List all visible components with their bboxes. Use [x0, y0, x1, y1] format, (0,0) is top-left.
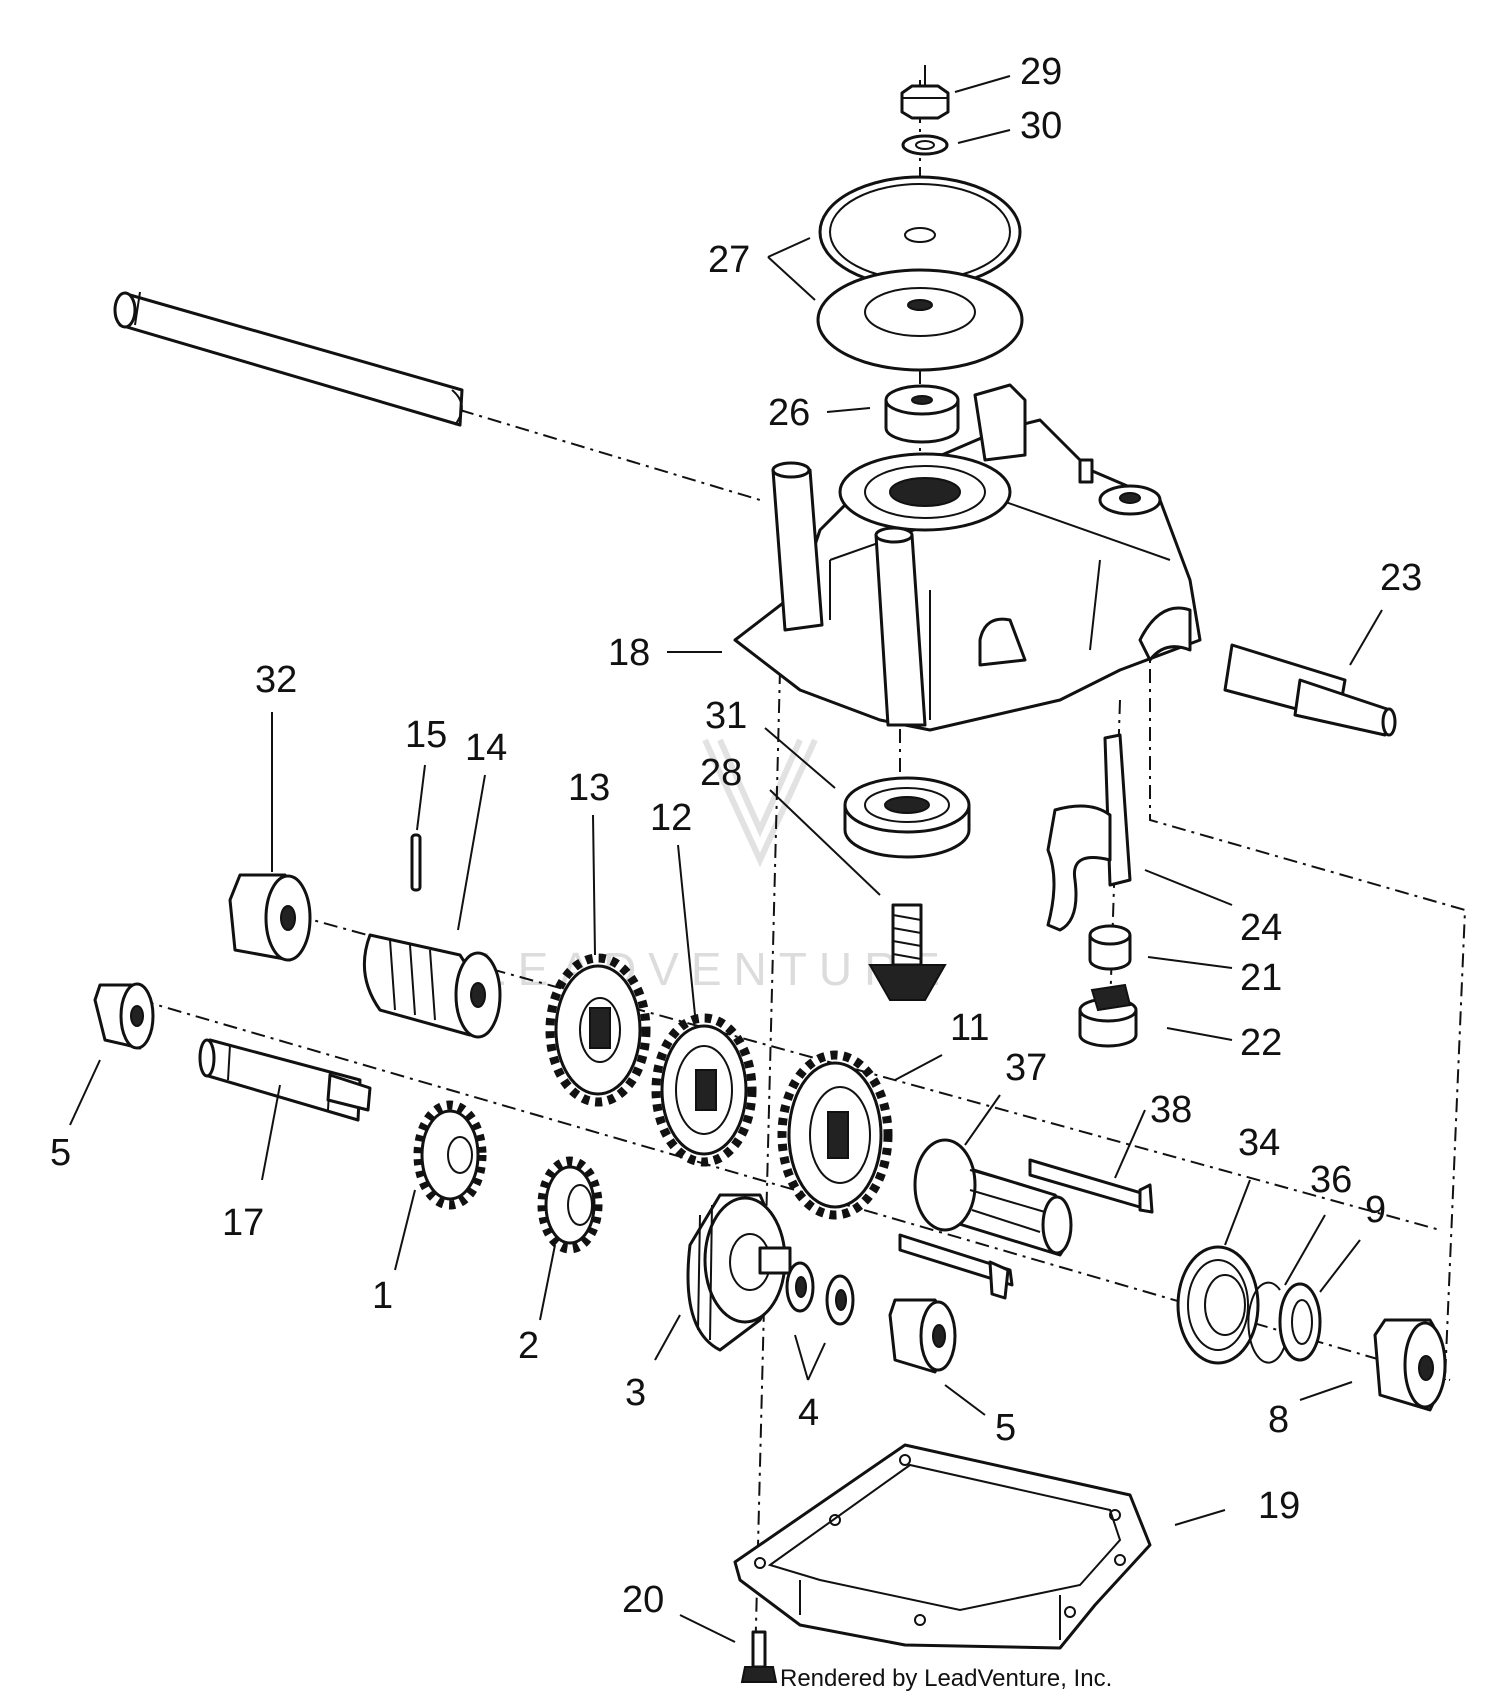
callout-32: 32: [255, 659, 297, 701]
callout-21: 21: [1240, 957, 1282, 999]
callout-labels: 29 30 27 26 23 18 32 15 14 13 12 31 28 2…: [50, 51, 1422, 1621]
part-bushing-5-left: [93, 982, 155, 1050]
callout-37: 37: [1005, 1047, 1047, 1089]
part-shift-rod: [1223, 643, 1397, 737]
watermark-logo: [702, 738, 818, 868]
callout-23: 23: [1380, 557, 1422, 599]
callout-36: 36: [1310, 1159, 1352, 1201]
callout-13: 13: [568, 767, 610, 809]
callout-34: 34: [1238, 1122, 1280, 1164]
part-input-shaft: [113, 291, 464, 427]
callout-8: 8: [1268, 1399, 1289, 1441]
callout-19: 19: [1258, 1485, 1300, 1527]
part-pulley-hub: [884, 384, 960, 444]
part-nut: [900, 65, 950, 120]
part-splined-hub: [913, 1138, 1073, 1257]
part-gear-12: [651, 1013, 757, 1167]
callout-17: 17: [222, 1202, 264, 1244]
callout-11: 11: [950, 1007, 989, 1049]
part-transmission-housing: [733, 383, 1202, 732]
part-bevel-gear-3: [686, 1193, 792, 1352]
callout-5-left: 5: [50, 1132, 71, 1174]
callout-27: 27: [708, 239, 750, 281]
part-bushing-8: [1373, 1318, 1447, 1412]
part-gear-13: [545, 953, 651, 1107]
callout-4: 4: [798, 1392, 819, 1434]
part-retaining-ring: [1247, 1281, 1286, 1364]
part-splined-sleeve: [362, 933, 502, 1039]
part-shift-fork: [1046, 733, 1132, 932]
part-bushing-32: [228, 873, 312, 962]
part-countershaft: [198, 1038, 372, 1122]
callout-31: 31: [705, 695, 747, 737]
callout-22: 22: [1240, 1022, 1282, 1064]
callout-38: 38: [1150, 1089, 1192, 1131]
part-pulley-lower: [816, 268, 1024, 372]
part-washer-9: [1278, 1282, 1322, 1362]
axis-bolt: [754, 669, 781, 1666]
part-bevel-pinion: [868, 903, 947, 1001]
callout-24: 24: [1240, 907, 1282, 949]
part-gear-2: [537, 1156, 603, 1254]
callout-9: 9: [1365, 1189, 1386, 1231]
part-base-cover: [733, 1443, 1152, 1650]
part-bolt: [740, 1630, 778, 1683]
callout-14: 14: [465, 727, 507, 769]
part-ball-bearing: [843, 776, 971, 859]
part-bushing-5-right: [888, 1298, 957, 1374]
part-thrust-washers: [785, 1261, 855, 1326]
callout-26: 26: [768, 392, 810, 434]
part-shift-collar: [1078, 983, 1138, 1048]
callout-20: 20: [622, 1579, 664, 1621]
part-roll-pin: [410, 833, 422, 892]
callout-5-right: 5: [995, 1407, 1016, 1449]
part-shift-keys: [898, 1158, 1154, 1300]
callout-29: 29: [1020, 51, 1062, 93]
callout-2: 2: [518, 1325, 539, 1367]
callout-3: 3: [625, 1372, 646, 1414]
axis-shaft-to-housing: [459, 409, 761, 501]
part-flange-bearing: [1176, 1245, 1260, 1365]
part-gear-11: [777, 1050, 893, 1220]
part-fork-spacer: [1088, 924, 1132, 971]
watermark: LEADVENTURE: [480, 738, 940, 995]
callout-15: 15: [405, 714, 447, 756]
part-gear-1: [413, 1100, 487, 1210]
callout-12: 12: [650, 797, 692, 839]
part-lock-washer: [901, 134, 949, 156]
leader-lines: [69, 75, 1383, 1643]
callout-18: 18: [608, 632, 650, 674]
axis-shift-rod: [1149, 640, 1467, 1381]
callout-30: 30: [1020, 105, 1062, 147]
callout-28: 28: [700, 752, 742, 794]
callout-1: 1: [372, 1275, 393, 1317]
render-credit: Rendered by LeadVenture, Inc.: [780, 1665, 1112, 1692]
